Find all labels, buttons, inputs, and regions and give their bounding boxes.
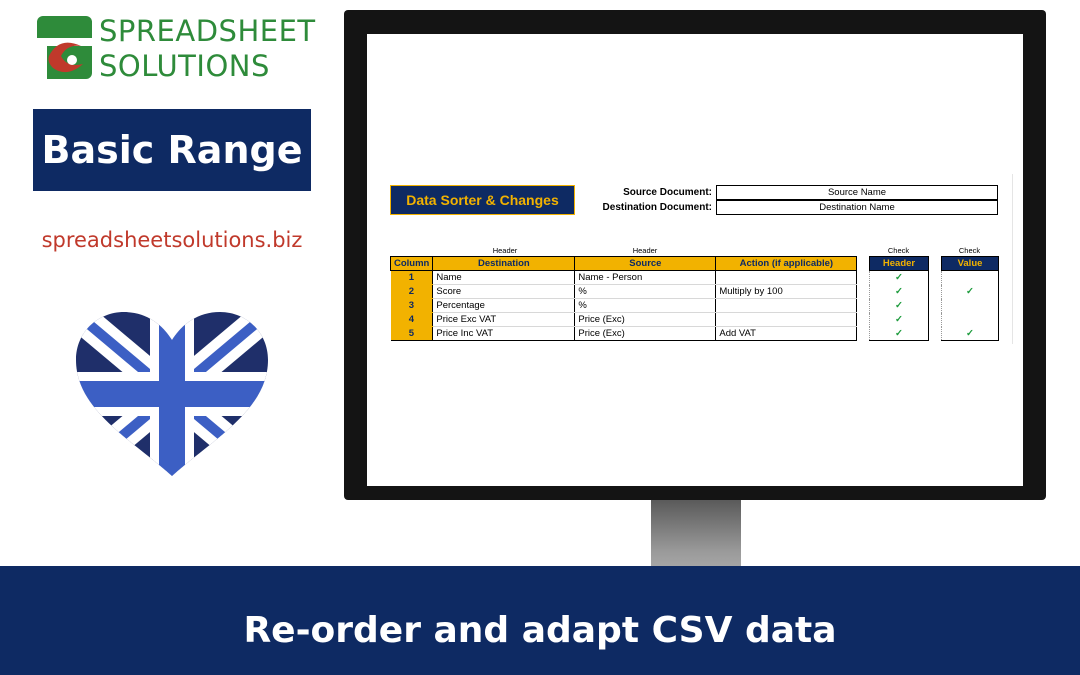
- checkmark-icon: ✓: [895, 286, 903, 297]
- logo-line-1: SPREADSHEET: [99, 14, 316, 48]
- value-check-cell: ✓: [941, 326, 999, 341]
- header-group-label: Header: [632, 246, 658, 255]
- destination-cell[interactable]: Percentage: [432, 298, 576, 313]
- header-check-cell: ✓: [869, 270, 929, 285]
- header-check-cell: ✓: [869, 312, 929, 327]
- destination-document-field[interactable]: Destination Name: [716, 200, 998, 215]
- spreadsheet-solutions-logo-icon: [37, 16, 92, 79]
- destination-document-label: Destination Document:: [602, 202, 712, 213]
- header-check-table: Header ✓ ✓ ✓ ✓ ✓: [869, 256, 929, 341]
- check-header: Value: [941, 256, 999, 271]
- column-header: Source: [574, 256, 717, 271]
- monitor-screen: Data Sorter & Changes Source Document: S…: [367, 34, 1023, 486]
- header-check-cell: ✓: [869, 298, 929, 313]
- value-check-cell: [941, 270, 999, 285]
- source-cell[interactable]: %: [574, 284, 717, 299]
- table-row: ✓: [869, 312, 929, 327]
- destination-cell[interactable]: Price Inc VAT: [432, 326, 576, 341]
- header-group-label: Header: [492, 246, 518, 255]
- sheet-title: Data Sorter & Changes: [390, 185, 575, 215]
- table-row: [941, 270, 999, 285]
- table-row: [941, 312, 999, 327]
- checkmark-icon: ✓: [895, 327, 903, 339]
- column-number-cell[interactable]: 5: [390, 326, 434, 341]
- action-cell[interactable]: Add VAT: [715, 326, 858, 341]
- range-badge: Basic Range: [33, 109, 311, 191]
- monitor-frame: Data Sorter & Changes Source Document: S…: [344, 10, 1046, 500]
- banner-caption: Re-order and adapt CSV data: [243, 610, 837, 651]
- source-cell[interactable]: %: [574, 298, 717, 313]
- value-check-cell: [941, 312, 999, 327]
- source-document-field[interactable]: Source Name: [716, 185, 998, 200]
- column-number-cell[interactable]: 4: [390, 312, 434, 327]
- action-cell[interactable]: Multiply by 100: [715, 284, 858, 299]
- bottom-banner: [0, 566, 1080, 675]
- column-header: Destination: [432, 256, 576, 271]
- checkmark-icon: ✓: [895, 272, 903, 284]
- spreadsheet-view: Data Sorter & Changes Source Document: S…: [367, 34, 1023, 486]
- checkmark-icon: ✓: [966, 327, 974, 339]
- value-check-cell: ✓: [941, 284, 999, 299]
- check-group-label: Check: [887, 246, 910, 255]
- action-cell[interactable]: [715, 312, 858, 327]
- table-row: ✓: [869, 298, 929, 313]
- website-link[interactable]: spreadsheetsolutions.biz: [41, 228, 303, 252]
- source-cell[interactable]: Price (Exc): [574, 326, 717, 341]
- destination-cell[interactable]: Price Exc VAT: [432, 312, 576, 327]
- checkmark-icon: ✓: [895, 314, 903, 325]
- column-header: Action (if applicable): [715, 256, 858, 271]
- checkmark-icon: ✓: [966, 286, 974, 297]
- destination-cell[interactable]: Score: [432, 284, 576, 299]
- check-group-label: Check: [958, 246, 981, 255]
- action-cell[interactable]: [715, 298, 858, 313]
- value-check-table: Value ✓ ✓: [941, 256, 999, 341]
- header-check-cell: ✓: [869, 284, 929, 299]
- brand-logo: SPREADSHEET SOLUTIONS: [37, 14, 317, 84]
- destination-cell[interactable]: Name: [432, 270, 576, 285]
- mapping-table: Column Destination Source Action (if app…: [389, 256, 858, 341]
- source-cell[interactable]: Price (Exc): [574, 312, 717, 327]
- table-row: ✓: [869, 270, 929, 285]
- column-number-cell[interactable]: 3: [390, 298, 434, 313]
- table-row: ✓: [941, 284, 999, 299]
- column-number-cell[interactable]: 2: [390, 284, 434, 299]
- check-header: Header: [869, 256, 929, 271]
- uk-flag-heart-icon: [76, 312, 268, 476]
- logo-line-2: SOLUTIONS: [99, 49, 270, 83]
- column-header: Column: [389, 256, 434, 271]
- logo-wordmark: SPREADSHEET SOLUTIONS: [99, 14, 316, 84]
- value-check-cell: [941, 298, 999, 313]
- action-cell[interactable]: [715, 270, 858, 285]
- table-row: ✓: [941, 326, 999, 341]
- sheet-edge-divider: [1012, 174, 1013, 344]
- header-check-cell: ✓: [869, 326, 929, 341]
- source-document-label: Source Document:: [623, 187, 712, 198]
- checkmark-icon: ✓: [895, 300, 903, 311]
- table-row: [941, 298, 999, 313]
- table-row: ✓: [869, 284, 929, 299]
- source-cell[interactable]: Name - Person: [574, 270, 717, 285]
- column-number-cell[interactable]: 1: [390, 270, 434, 285]
- table-row: ✓: [869, 326, 929, 341]
